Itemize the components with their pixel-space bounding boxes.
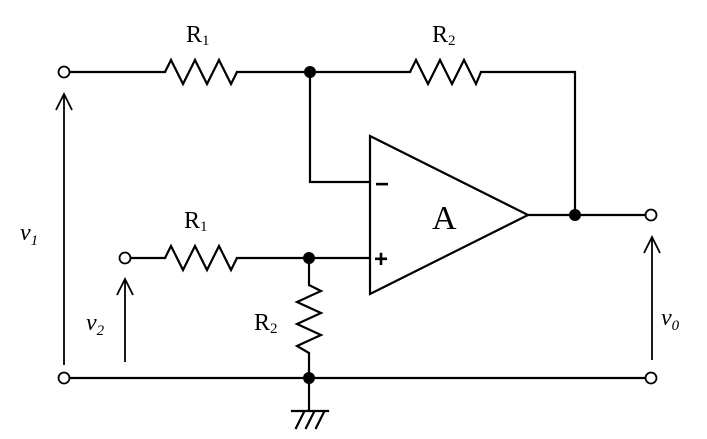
terminal-v2: [118, 251, 132, 265]
label-r1-top: R1: [186, 22, 210, 49]
terminal-output-top: [644, 208, 658, 222]
wire-feedback-to-output: [479, 70, 577, 217]
terminal-output-bottom: [644, 371, 658, 385]
resistor-r2-top: [409, 57, 483, 87]
label-inverting-sign: −: [375, 171, 389, 198]
resistor-r1-mid: [164, 243, 238, 273]
label-noninverting-sign: +: [374, 246, 388, 273]
junction-node-noninverting: [303, 252, 315, 264]
label-op-amp: A: [432, 200, 457, 237]
label-v2: v2: [86, 310, 105, 339]
terminal-v1-bottom: [57, 371, 71, 385]
op-amp-triangle: [368, 134, 531, 296]
arrow-v0: [643, 234, 661, 360]
arrow-v2: [116, 276, 134, 362]
resistor-r1-top: [164, 57, 238, 87]
terminal-v1-top: [57, 65, 71, 79]
junction-node-output: [569, 209, 581, 221]
junction-node-ground: [303, 372, 315, 384]
junction-node-top: [304, 66, 316, 78]
label-r2-top: R2: [432, 22, 456, 49]
arrow-v1: [55, 91, 73, 365]
label-v0: v0: [661, 305, 680, 334]
ground-symbol: [290, 409, 330, 430]
wires: [67, 70, 648, 412]
wire-junction-to-inverting-input: [308, 70, 372, 184]
resistor-r2-ground: [294, 284, 324, 354]
label-v1: v1: [20, 220, 38, 249]
label-r2-ground: R2: [254, 310, 278, 337]
label-r1-mid: R1: [184, 208, 208, 235]
